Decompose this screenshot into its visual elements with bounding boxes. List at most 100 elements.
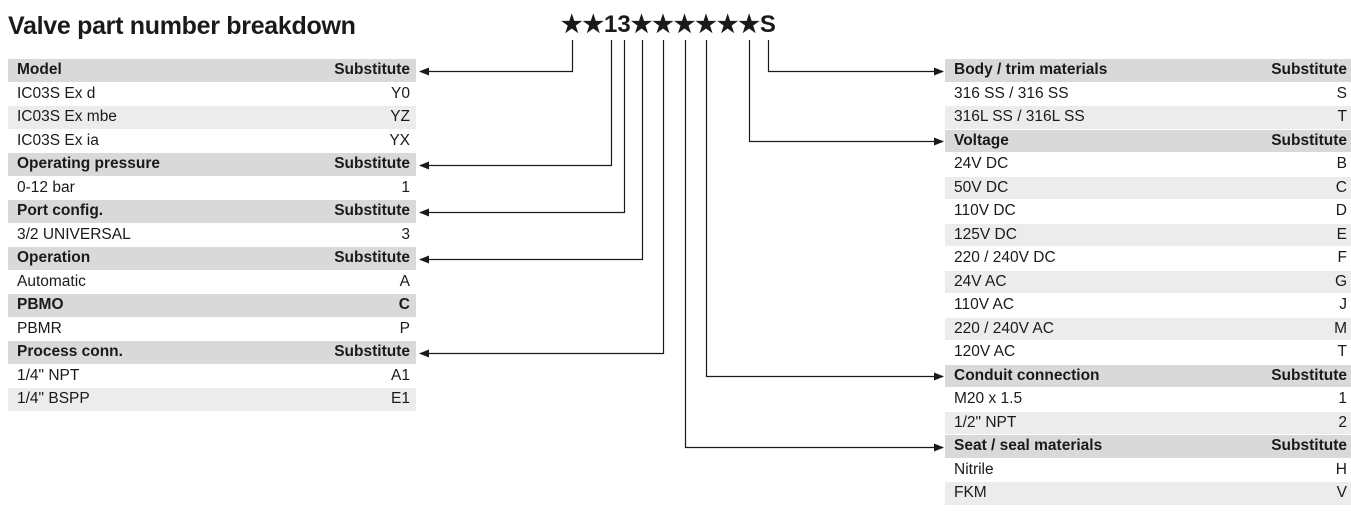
option-code: P	[399, 319, 410, 337]
substitute-heading: C	[398, 296, 410, 314]
option-label: IC03S Ex ia	[17, 131, 99, 149]
option-row: 1/4" NPT A1	[8, 364, 416, 388]
option-label: 220 / 240V DC	[954, 249, 1056, 267]
option-code: A1	[391, 366, 410, 384]
option-label: Automatic	[17, 272, 86, 290]
option-code: G	[1334, 272, 1347, 290]
option-row: 24V DC B	[945, 153, 1351, 177]
option-label: 316L SS / 316L SS	[954, 108, 1085, 126]
option-label: 120V AC	[954, 343, 1016, 361]
option-label: 110V DC	[954, 202, 1016, 220]
option-code: B	[1336, 155, 1347, 173]
option-label: PBMR	[17, 319, 62, 337]
connector-arrow-seat-seal-materials	[684, 40, 944, 452]
option-code: F	[1337, 249, 1347, 267]
section-title: Model	[17, 61, 62, 79]
option-label: 0-12 bar	[17, 178, 75, 196]
code-fixed-char: 3	[617, 11, 631, 38]
option-row: IC03S Ex d Y0	[8, 82, 416, 106]
option-code: Y0	[391, 84, 410, 102]
connector-arrow-model	[419, 40, 574, 76]
option-label: 50V DC	[954, 178, 1009, 196]
option-row: PBMR P	[8, 317, 416, 341]
substitute-heading: Substitute	[334, 343, 410, 361]
code-star-placeholder: ★	[561, 11, 583, 38]
option-code: A	[399, 272, 410, 290]
part-number-code: ★★13★★★★★★S	[561, 10, 776, 39]
option-code: YX	[389, 131, 410, 149]
option-label: 24V AC	[954, 272, 1007, 290]
section-title: Port config.	[17, 202, 104, 220]
option-code: 2	[1338, 413, 1347, 431]
option-label: 1/2" NPT	[954, 413, 1017, 431]
option-row: FKM V	[945, 482, 1351, 506]
substitute-heading: Substitute	[1271, 437, 1347, 455]
section-header-port-config: Port config. Substitute	[8, 200, 416, 224]
section-title: Seat / seal materials	[954, 437, 1103, 455]
substitute-heading: Substitute	[334, 249, 410, 267]
section-header-voltage: Voltage Substitute	[945, 129, 1351, 153]
substitute-heading: Substitute	[1271, 61, 1347, 79]
option-code: J	[1339, 296, 1347, 314]
option-label: Nitrile	[954, 460, 994, 478]
code-star-placeholder: ★	[582, 11, 605, 38]
code-star-placeholder: ★	[716, 11, 739, 38]
option-code: M	[1334, 319, 1347, 337]
option-label: FKM	[954, 484, 987, 502]
section-title: Voltage	[954, 131, 1009, 149]
option-label: 3/2 UNIVERSAL	[17, 225, 131, 243]
option-code: E1	[391, 390, 410, 408]
option-label: M20 x 1.5	[954, 390, 1023, 408]
section-header-process-conn: Process conn.Substitute	[8, 341, 416, 365]
option-code: E	[1336, 225, 1347, 243]
code-fixed-char: S	[759, 11, 776, 38]
option-label: 220 / 240V AC	[954, 319, 1054, 337]
option-row: 125V DC E	[945, 223, 1351, 247]
option-label: 316 SS / 316 SS	[954, 84, 1069, 102]
option-row: 110V DC D	[945, 200, 1351, 224]
section-title: PBMO	[17, 296, 64, 314]
section-header-pbmo: PBMO C	[8, 294, 416, 318]
option-label: 24V DC	[954, 155, 1009, 173]
connector-arrow-voltage	[748, 40, 944, 146]
connector-arrow-operation	[419, 40, 644, 264]
connector-arrow-operating-pressure	[419, 40, 613, 170]
connector-arrow-conduit-connection	[705, 40, 944, 381]
option-row: 3/2 UNIVERSAL 3	[8, 223, 416, 247]
option-row: 110V AC J	[945, 294, 1351, 318]
option-row: 24V AC G	[945, 270, 1351, 294]
option-code: D	[1335, 202, 1347, 220]
code-star-placeholder: ★	[695, 11, 717, 38]
option-row: 220 / 240V AC M	[945, 317, 1351, 341]
option-row: Automatic A	[8, 270, 416, 294]
code-fixed-char: 1	[604, 11, 618, 38]
option-code: 3	[401, 225, 410, 243]
option-code: H	[1335, 460, 1347, 478]
section-header-seat-seal-materials: Seat / seal materials Substitute	[945, 435, 1351, 459]
section-title: Operating pressure	[17, 155, 160, 173]
substitute-heading: Substitute	[1271, 131, 1347, 149]
option-label: 110V AC	[954, 296, 1015, 314]
option-label: 125V DC	[954, 225, 1017, 243]
substitute-heading: Substitute	[334, 202, 410, 220]
option-label: 1/4" NPT	[17, 366, 80, 384]
section-title: Conduit connection	[954, 366, 1100, 384]
option-label: IC03S Ex d	[17, 84, 96, 102]
option-code: 1	[401, 178, 410, 196]
option-row: 220 / 240V DC F	[945, 247, 1351, 271]
option-code: T	[1337, 108, 1347, 126]
option-code: V	[1336, 484, 1347, 502]
connector-arrow-process-conn	[419, 40, 665, 358]
code-star-placeholder: ★	[630, 11, 653, 38]
option-code: C	[1335, 178, 1347, 196]
